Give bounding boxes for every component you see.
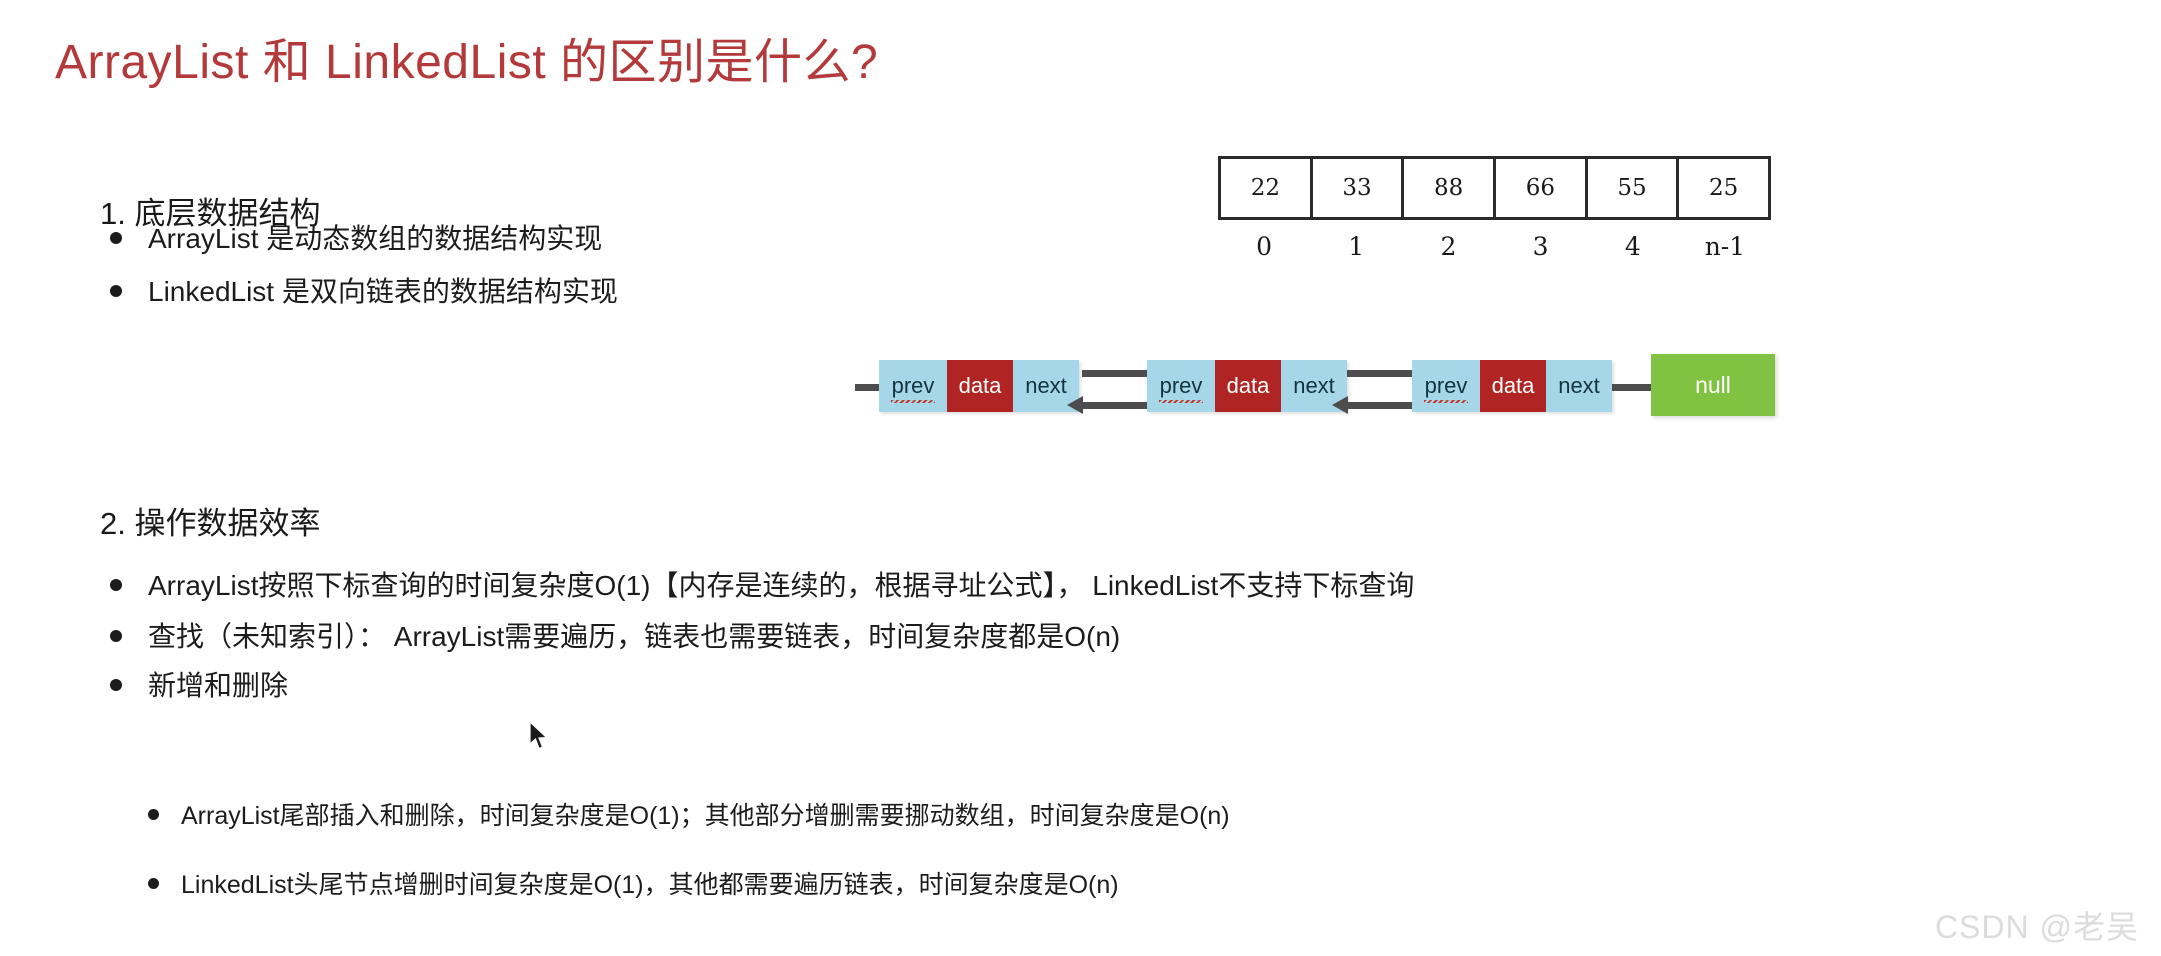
list-item: ArrayList 是动态数组的数据结构实现 bbox=[110, 222, 602, 256]
array-index-label: n-1 bbox=[1704, 232, 1746, 261]
linked-list-node: prev data next bbox=[1412, 360, 1612, 412]
section-heading-2: 2. 操作数据效率 bbox=[100, 506, 321, 541]
sub-list-item: LinkedList头尾节点增删时间复杂度是O(1)，其他都需要遍历链表，时间复… bbox=[148, 870, 1119, 900]
array-cell: 33 bbox=[1312, 159, 1405, 217]
bullet-dot-icon bbox=[148, 878, 159, 889]
bullet-dot-icon bbox=[110, 232, 122, 244]
null-terminator-box: null bbox=[1651, 354, 1775, 416]
list-item: ArrayList按照下标查询的时间复杂度O(1)【内存是连续的，根据寻址公式】… bbox=[110, 569, 1414, 603]
array-index-label: 3 bbox=[1532, 232, 1549, 261]
prev-arrow-icon bbox=[1067, 396, 1164, 414]
mouse-cursor-icon bbox=[529, 721, 548, 750]
bullet-dot-icon bbox=[110, 579, 122, 591]
node-prev-cell: prev bbox=[1412, 360, 1480, 412]
array-index-label: 4 bbox=[1624, 232, 1641, 261]
list-item: LinkedList 是双向链表的数据结构实现 bbox=[110, 275, 618, 309]
node-data-cell: data bbox=[1480, 360, 1546, 412]
list-item-label: 查找（未知索引）： ArrayList需要遍历，链表也需要链表，时间复杂度都是O… bbox=[148, 621, 1121, 652]
sub-list-item-label: ArrayList尾部插入和删除，时间复杂度是O(1)；其他部分增删需要挪动数组… bbox=[181, 802, 1230, 830]
bullet-dot-icon bbox=[110, 679, 122, 691]
list-item-label: ArrayList按照下标查询的时间复杂度O(1)【内存是连续的，根据寻址公式】… bbox=[148, 570, 1415, 601]
node-next-cell: next bbox=[1546, 360, 1612, 412]
array-cell: 55 bbox=[1587, 159, 1680, 217]
array-index-label: 0 bbox=[1256, 232, 1273, 261]
node-data-cell: data bbox=[1215, 360, 1281, 412]
array-cell: 88 bbox=[1404, 159, 1497, 217]
list-item: 查找（未知索引）： ArrayList需要遍历，链表也需要链表，时间复杂度都是O… bbox=[110, 620, 1120, 654]
linked-list-node: prev data next bbox=[879, 360, 1079, 412]
array-cell: 22 bbox=[1221, 159, 1313, 217]
array-cell: 66 bbox=[1496, 159, 1588, 217]
bullet-dot-icon bbox=[110, 630, 122, 642]
bullet-dot-icon bbox=[110, 285, 122, 297]
node-data-cell: data bbox=[947, 360, 1013, 412]
list-item-label: LinkedList 是双向链表的数据结构实现 bbox=[148, 276, 618, 307]
node-prev-cell: prev bbox=[1147, 360, 1215, 412]
array-index-row: 0 1 2 3 4 n-1 bbox=[1218, 232, 1771, 261]
list-item: 新增和删除 bbox=[110, 669, 288, 703]
array-index-label: 1 bbox=[1348, 232, 1365, 261]
sub-list-item: ArrayList尾部插入和删除，时间复杂度是O(1)；其他部分增删需要挪动数组… bbox=[148, 801, 1230, 831]
array-cell: 25 bbox=[1679, 159, 1769, 217]
list-item-label: 新增和删除 bbox=[148, 670, 289, 701]
linked-list-diagram: prev data next prev data next prev data … bbox=[855, 348, 2155, 426]
list-item-label: ArrayList 是动态数组的数据结构实现 bbox=[148, 223, 603, 254]
section-heading-1: 1. 底层数据结构 bbox=[100, 196, 321, 231]
array-cells-row: 22 33 88 66 55 25 bbox=[1218, 156, 1771, 220]
watermark: CSDN @老吴 bbox=[1934, 909, 2139, 945]
sub-list-item-label: LinkedList头尾节点增删时间复杂度是O(1)，其他都需要遍历链表，时间复… bbox=[181, 871, 1119, 899]
array-diagram: 22 33 88 66 55 25 0 1 2 3 4 n-1 bbox=[1218, 156, 1771, 261]
bullet-dot-icon bbox=[148, 809, 159, 820]
array-index-label: 2 bbox=[1440, 232, 1457, 261]
node-prev-cell: prev bbox=[879, 360, 947, 412]
linked-list-node: prev data next bbox=[1147, 360, 1347, 412]
page-title: ArrayList 和 LinkedList 的区别是什么? bbox=[55, 36, 879, 89]
prev-arrow-icon bbox=[1332, 396, 1429, 414]
